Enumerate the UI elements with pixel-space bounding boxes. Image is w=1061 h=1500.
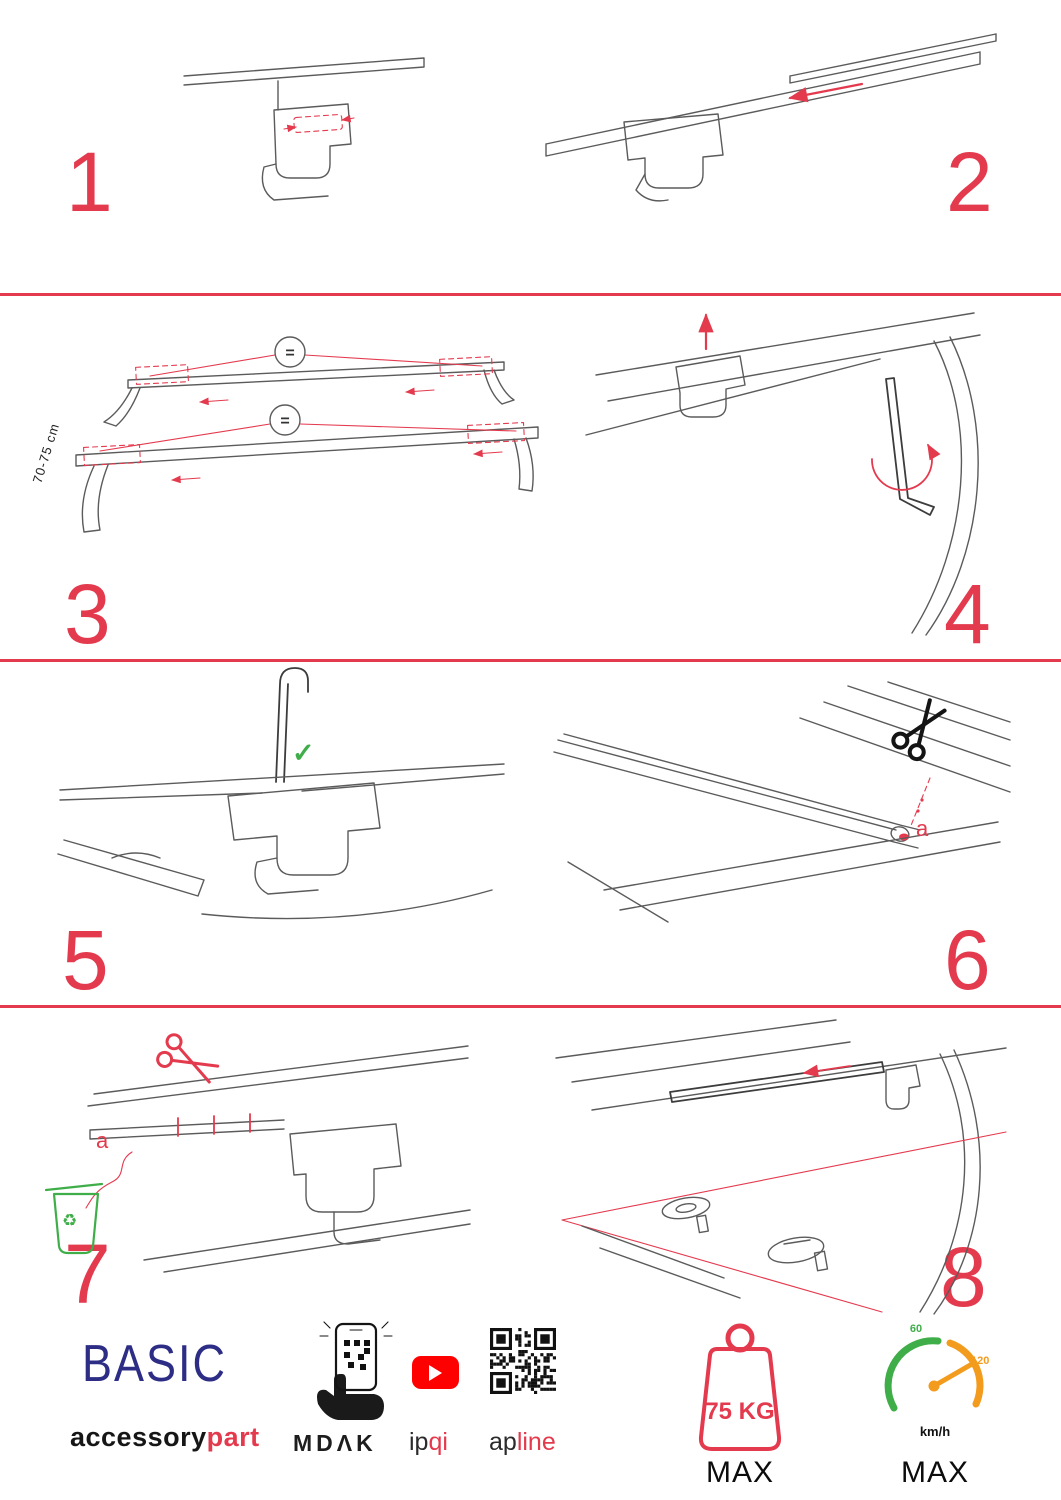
play-icon bbox=[429, 1364, 442, 1381]
step-5-illustration bbox=[57, 667, 505, 920]
step-1-illustration bbox=[183, 57, 425, 201]
step-8-illustration bbox=[555, 1019, 1007, 1315]
speed-high-label: 120 bbox=[971, 1355, 989, 1367]
check-icon: ✓ bbox=[292, 738, 315, 768]
partner-logo-ipqi: ipqi bbox=[409, 1428, 448, 1457]
strip-a-label-step6: a bbox=[916, 816, 929, 841]
max-load-label: MAX bbox=[705, 1456, 774, 1489]
step-4-number: 4 bbox=[944, 567, 991, 661]
t-bolt-icons bbox=[661, 1196, 829, 1272]
step-6-number: 6 bbox=[944, 913, 991, 1007]
equals-symbol-2: = bbox=[280, 413, 289, 430]
brand-subtitle: accessorypart bbox=[70, 1422, 260, 1453]
max-speed-icon: 60 120 bbox=[884, 1323, 989, 1412]
step-3-illustration: = = bbox=[75, 336, 539, 533]
equals-symbol-1: = bbox=[285, 345, 294, 362]
ipqi-red: qi bbox=[428, 1428, 448, 1456]
max-speed-label: MAX bbox=[900, 1456, 969, 1489]
apline-red: line bbox=[516, 1428, 556, 1456]
step-4-illustration bbox=[585, 312, 981, 636]
youtube-icon bbox=[412, 1356, 459, 1389]
phone-scan-icon bbox=[317, 1321, 393, 1420]
step-2-number: 2 bbox=[946, 135, 993, 229]
max-load-value: 75 KG bbox=[705, 1398, 775, 1425]
speed-low-label: 60 bbox=[910, 1323, 922, 1335]
speed-unit-label: km/h bbox=[919, 1424, 951, 1439]
trash-bin-icon bbox=[44, 1182, 104, 1255]
hex-key-icon bbox=[885, 377, 935, 516]
brand-subtitle-red: part bbox=[206, 1422, 260, 1452]
strip-a-label-step7: a bbox=[96, 1128, 109, 1153]
max-load-icon bbox=[698, 1323, 782, 1451]
step-7-number: 7 bbox=[64, 1227, 111, 1321]
step-7-illustration bbox=[44, 1030, 471, 1273]
partner-logo-mdak: MDΛK bbox=[293, 1430, 377, 1456]
section-divider-2 bbox=[0, 659, 1061, 662]
step-3-number: 3 bbox=[64, 567, 111, 661]
scissors-icon-red bbox=[153, 1030, 223, 1091]
section-divider-3 bbox=[0, 1005, 1061, 1008]
needle-icon bbox=[931, 1361, 975, 1389]
step-8-number: 8 bbox=[940, 1230, 987, 1324]
qr-code bbox=[490, 1328, 556, 1394]
step-5-number: 5 bbox=[62, 913, 109, 1007]
step-1-number: 1 bbox=[66, 135, 113, 229]
ipqi-black: ip bbox=[409, 1428, 429, 1456]
apline-black: ap bbox=[489, 1428, 517, 1456]
partner-logo-apline: apline bbox=[489, 1428, 556, 1457]
section-divider-1 bbox=[0, 293, 1061, 296]
brand-logo: BASIC bbox=[82, 1334, 228, 1393]
step-6-illustration bbox=[553, 681, 1011, 923]
step-2-illustration bbox=[545, 33, 997, 202]
recycle-icon: ♻ bbox=[62, 1211, 78, 1230]
brand-subtitle-black: accessory bbox=[70, 1422, 207, 1452]
